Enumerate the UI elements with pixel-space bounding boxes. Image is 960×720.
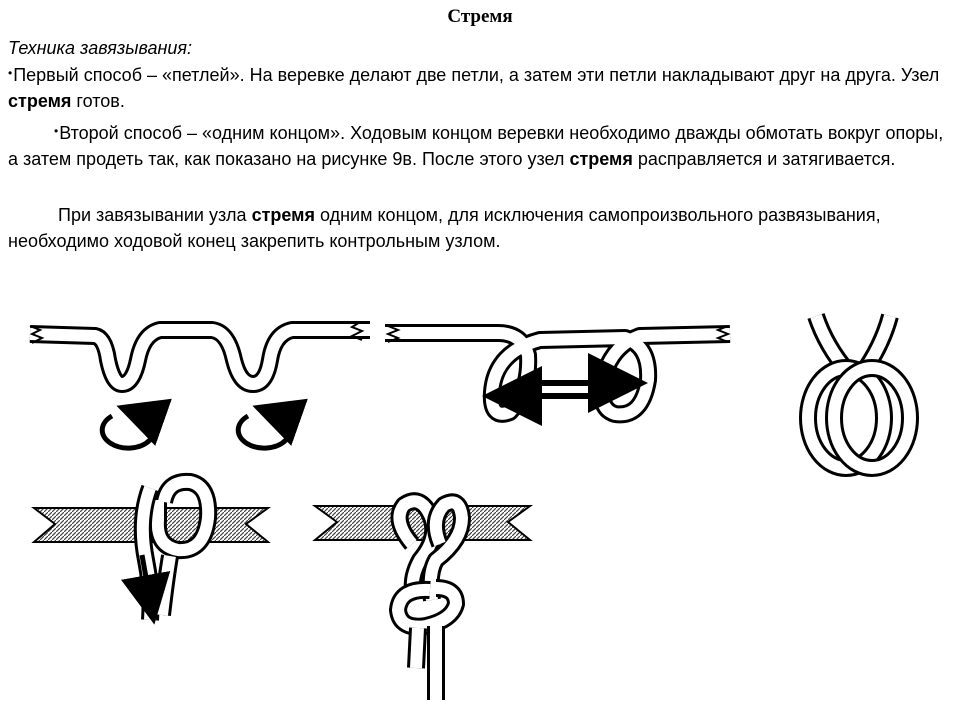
rotation-arrow-icon bbox=[235, 398, 308, 451]
paragraph-text: готов. bbox=[71, 91, 125, 111]
knot-name: стремя bbox=[569, 149, 633, 169]
bullet-icon: • bbox=[54, 124, 59, 138]
paragraph-method-1: •Первый способ – «петлей». На веревке де… bbox=[8, 60, 958, 114]
paragraph-note: При завязывании узла стремя одним концом… bbox=[8, 202, 958, 254]
page-title: Стремя bbox=[447, 6, 513, 27]
knot-name: стремя bbox=[251, 205, 315, 225]
knot-tied-support-icon bbox=[311, 492, 534, 700]
rope-overlapping-loops-icon bbox=[385, 324, 731, 424]
knot-name: стремя bbox=[8, 91, 72, 111]
paragraph-text: При завязывании узла bbox=[58, 205, 252, 225]
paragraph-text: Второй способ – «одним концом». Ходовым … bbox=[8, 123, 944, 169]
paragraph-text: Первый способ – «петлей». На веревке дел… bbox=[13, 65, 940, 85]
paragraph-method-2: •Второй способ – «одним концом». Ходовым… bbox=[8, 118, 958, 172]
stirrup-knot-icon bbox=[799, 313, 919, 477]
paragraph-text: одним концом, для исключения самопроизво… bbox=[8, 205, 881, 251]
knot-on-support-icon bbox=[31, 472, 272, 625]
paragraph-text: расправляется и затягивается. bbox=[632, 149, 896, 169]
bullet-icon: • bbox=[8, 66, 13, 80]
section-subtitle: Техника завязывания: bbox=[8, 38, 192, 58]
rope-two-loops-icon bbox=[29, 321, 370, 393]
rotation-arrow-icon bbox=[99, 398, 172, 451]
knot-illustration bbox=[29, 313, 919, 700]
